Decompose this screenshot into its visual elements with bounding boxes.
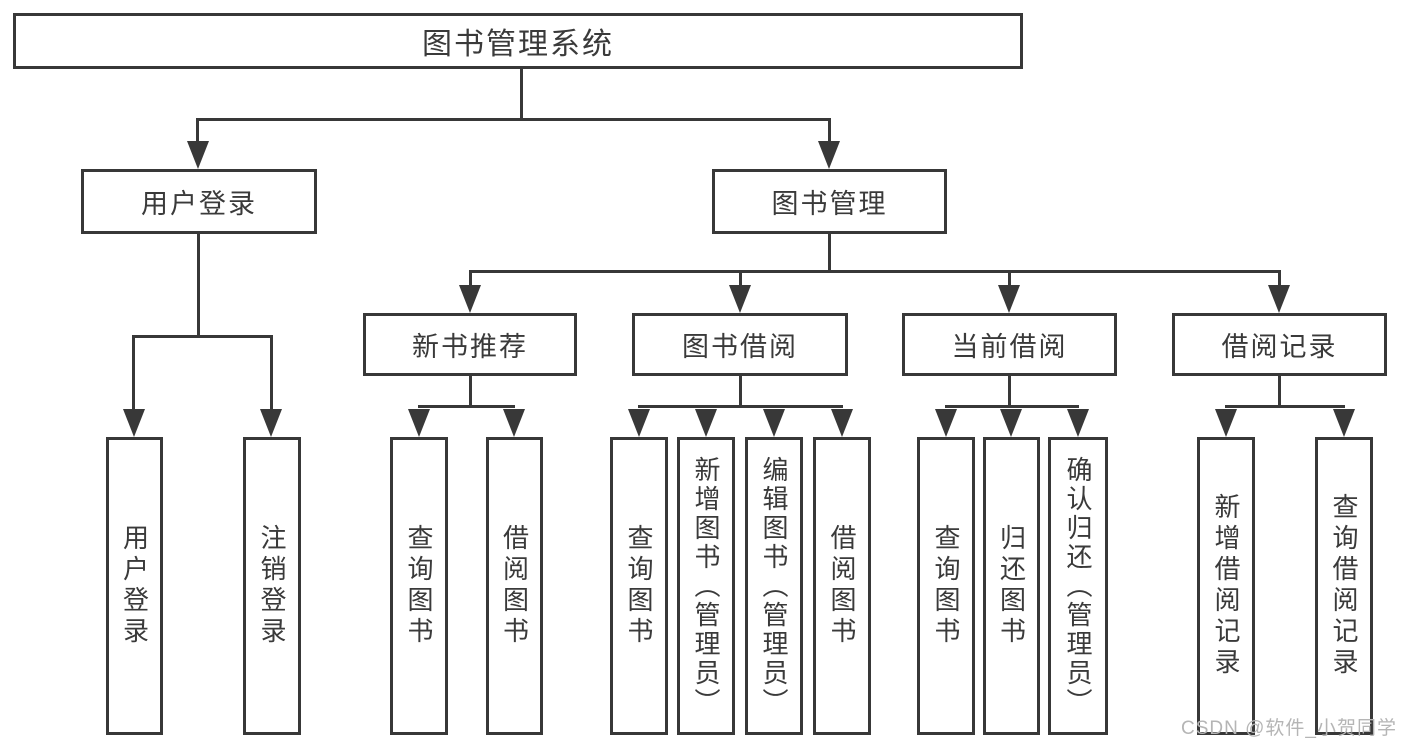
- leaf-user-login: 用户登录: [106, 437, 163, 735]
- leaf-logout: 注销登录: [243, 437, 301, 735]
- arrowhead-login-leaf: [123, 409, 145, 437]
- connector-new-book-hbar: [418, 405, 515, 408]
- leaf-return-books: 归还图书: [983, 437, 1040, 735]
- connector-login-leaf-drop: [132, 335, 135, 411]
- connector-root-hbar: [197, 118, 831, 121]
- arrowhead-current-borrow: [998, 285, 1020, 313]
- connector-book-borrow-drop: [739, 270, 742, 286]
- connector-book-mgmt-drop: [828, 118, 831, 144]
- arrowhead-user-login: [187, 141, 209, 169]
- node-current-borrow-label: 当前借阅: [951, 332, 1068, 362]
- connector-book-borrow-hbar: [638, 405, 843, 408]
- arrowhead-borrow-record: [1268, 285, 1290, 313]
- leaf-borrow-books-label: 借阅图书: [827, 524, 857, 648]
- node-borrow-records: 借阅记录: [1172, 313, 1387, 376]
- leaf-newbook-query-books: 查询图书: [390, 437, 448, 735]
- leaf-query-borrow-record-label: 查询借阅记录: [1329, 493, 1359, 679]
- node-current-borrow: 当前借阅: [902, 313, 1117, 376]
- arrowhead-borrow-record-leaf-1: [1215, 409, 1237, 437]
- connector-current-borrow-hbar: [945, 405, 1079, 408]
- leaf-edit-books-admin-label: 编辑图书（管理员）: [759, 455, 789, 717]
- node-book-mgmt-label: 图书管理: [771, 189, 888, 219]
- leaf-newbook-borrow-books-label: 借阅图书: [499, 524, 530, 648]
- arrowhead-new-book-leaf-1: [408, 409, 430, 437]
- connector-book-mgmt-hbar: [469, 270, 1281, 273]
- node-borrow-records-label: 借阅记录: [1221, 332, 1338, 362]
- node-book-borrow: 图书借阅: [632, 313, 848, 376]
- node-new-book-recommend-label: 新书推荐: [412, 332, 528, 362]
- leaf-add-books-admin-label: 新增图书（管理员）: [691, 455, 721, 717]
- node-book-mgmt: 图书管理: [712, 169, 947, 234]
- connector-current-borrow-stem: [1008, 374, 1011, 407]
- connector-user-login-stem: [197, 232, 200, 337]
- connector-borrow-record-drop: [1278, 270, 1281, 286]
- node-root: 图书管理系统: [13, 13, 1023, 69]
- leaf-current-query-books: 查询图书: [917, 437, 975, 735]
- leaf-newbook-borrow-books: 借阅图书: [486, 437, 543, 735]
- connector-root-stem: [520, 68, 523, 120]
- arrowhead-book-mgmt: [818, 141, 840, 169]
- connector-borrow-record-stem: [1278, 374, 1281, 407]
- watermark-text: CSDN @软件_小贺同学: [1181, 718, 1397, 739]
- node-new-book-recommend: 新书推荐: [363, 313, 577, 376]
- leaf-borrow-books: 借阅图书: [813, 437, 871, 735]
- node-root-label: 图书管理系统: [422, 28, 614, 61]
- arrowhead-new-book: [459, 285, 481, 313]
- connector-book-mgmt-stem: [828, 232, 831, 272]
- arrowhead-book-borrow: [729, 285, 751, 313]
- leaf-borrow-query-books-label: 查询图书: [624, 524, 654, 648]
- connector-new-book-drop: [469, 270, 472, 286]
- leaf-user-login-label: 用户登录: [119, 524, 150, 648]
- arrowhead-book-borrow-leaf-1: [628, 409, 650, 437]
- arrowhead-book-borrow-leaf-2: [695, 409, 717, 437]
- connector-user-login-drop: [196, 118, 199, 144]
- arrowhead-borrow-record-leaf-2: [1333, 409, 1355, 437]
- leaf-confirm-return-admin-label: 确认归还（管理员）: [1063, 455, 1093, 717]
- node-user-login: 用户登录: [81, 169, 317, 234]
- leaf-borrow-query-books: 查询图书: [610, 437, 668, 735]
- connector-borrow-record-hbar: [1225, 405, 1345, 408]
- connector-new-book-stem: [469, 374, 472, 407]
- node-user-login-label: 用户登录: [141, 189, 257, 219]
- leaf-add-borrow-record: 新增借阅记录: [1197, 437, 1255, 735]
- leaf-newbook-query-books-label: 查询图书: [404, 524, 434, 648]
- connector-logout-leaf-drop: [270, 335, 273, 411]
- leaf-confirm-return-admin: 确认归还（管理员）: [1048, 437, 1108, 735]
- arrowhead-current-borrow-leaf-2: [1000, 409, 1022, 437]
- leaf-return-books-label: 归还图书: [996, 524, 1027, 648]
- connector-user-login-hbar: [133, 335, 273, 338]
- leaf-logout-label: 注销登录: [257, 524, 287, 648]
- leaf-add-borrow-record-label: 新增借阅记录: [1211, 493, 1241, 679]
- node-book-borrow-label: 图书借阅: [682, 332, 798, 362]
- arrowhead-current-borrow-leaf-1: [935, 409, 957, 437]
- arrowhead-book-borrow-leaf-3: [763, 409, 785, 437]
- leaf-add-books-admin: 新增图书（管理员）: [677, 437, 735, 735]
- arrowhead-logout-leaf: [260, 409, 282, 437]
- arrowhead-current-borrow-leaf-3: [1067, 409, 1089, 437]
- connector-book-borrow-stem: [739, 374, 742, 407]
- arrowhead-book-borrow-leaf-4: [831, 409, 853, 437]
- leaf-current-query-books-label: 查询图书: [931, 524, 961, 648]
- connector-current-borrow-drop: [1008, 270, 1011, 286]
- arrowhead-new-book-leaf-2: [503, 409, 525, 437]
- leaf-query-borrow-record: 查询借阅记录: [1315, 437, 1373, 735]
- leaf-edit-books-admin: 编辑图书（管理员）: [745, 437, 803, 735]
